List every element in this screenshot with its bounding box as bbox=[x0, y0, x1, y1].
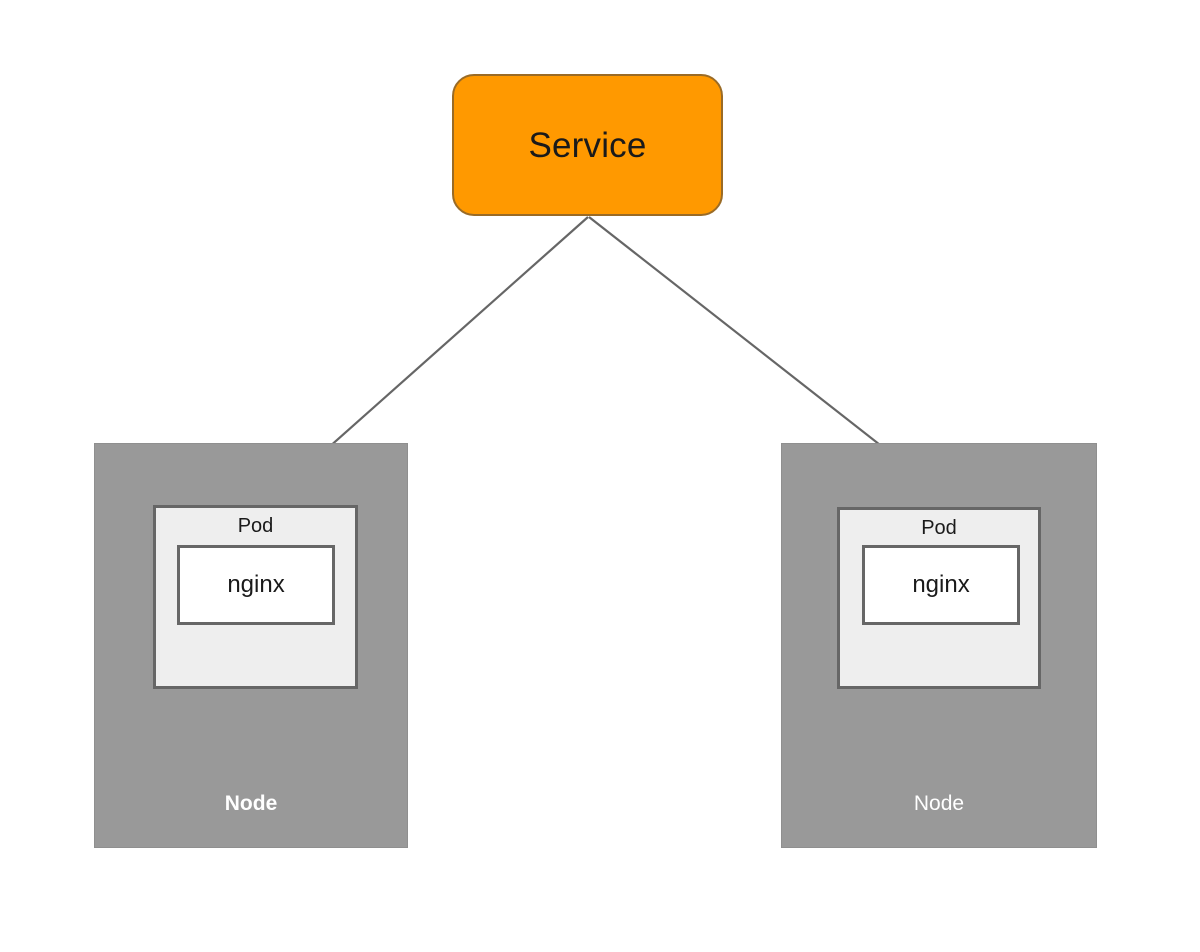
container-label-right: nginx bbox=[912, 571, 970, 598]
service-label: Service bbox=[528, 125, 647, 165]
node-box-left[interactable]: Pod nginx Node bbox=[94, 443, 408, 848]
pod-box-left[interactable]: Pod nginx bbox=[153, 505, 358, 689]
pod-label-right: Pod bbox=[921, 517, 957, 539]
node-label-left: Node bbox=[224, 792, 278, 815]
pod-box-right[interactable]: Pod nginx bbox=[837, 507, 1041, 689]
container-box-right[interactable]: nginx bbox=[862, 545, 1020, 625]
container-label-left: nginx bbox=[227, 571, 285, 598]
container-box-left[interactable]: nginx bbox=[177, 545, 335, 625]
node-box-right[interactable]: Pod nginx Node bbox=[781, 443, 1097, 848]
node-label-right: Node bbox=[913, 792, 965, 815]
service-box[interactable]: Service bbox=[452, 74, 723, 216]
pod-label-left: Pod bbox=[237, 515, 274, 537]
